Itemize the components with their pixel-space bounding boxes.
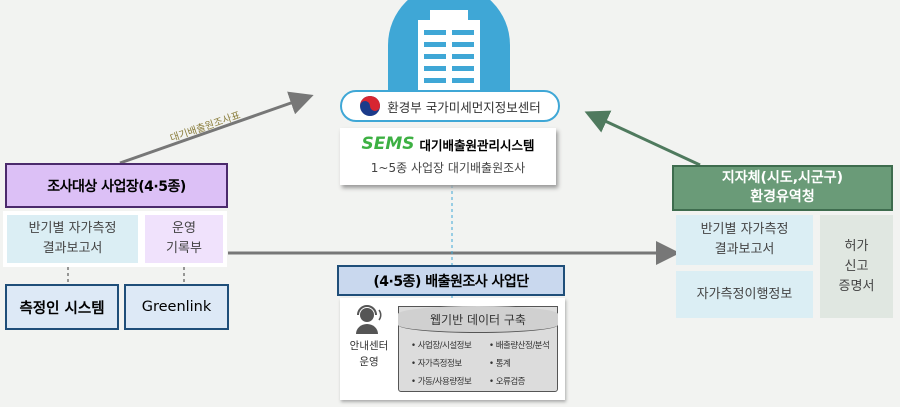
helpdesk-line: 운영 <box>359 356 379 368</box>
building-icon <box>388 0 510 90</box>
helpdesk-line: 안내센터 <box>349 340 389 352</box>
self-measure-info-cell: 자가측정이행정보 <box>676 271 813 318</box>
db-item: • 사업장/시설정보 <box>411 341 472 351</box>
local-gov-header: 지자체(시도,시군구)환경유역청 <box>672 165 893 211</box>
survey-team-header: (4·5종) 배출원조사 사업단 <box>337 265 565 296</box>
survey-target-header: 조사대상 사업장(4·5종) <box>5 163 228 208</box>
system-name: 대기배출원관리시스템 <box>419 137 535 153</box>
db-item: • 통계 <box>489 359 511 369</box>
sems-card: SEMS 대기배출원관리시스템 1~5종 사업장 대기배출원조사 <box>340 128 556 185</box>
db-item: • 자가측정정보 <box>411 359 462 369</box>
db-item: • 오류검증 <box>489 377 526 387</box>
ministry-badge: 환경부 국가미세먼지정보센터 <box>340 90 560 122</box>
greenlink-box: Greenlink <box>124 284 229 330</box>
measurer-system-box: 측정인 시스템 <box>5 284 119 330</box>
db-item: • 배출량산정/분석 <box>489 341 550 351</box>
headset-icon <box>356 305 382 334</box>
survey-form-arrow <box>119 91 314 165</box>
sems-logo: SEMS <box>361 134 415 154</box>
agency-arrow <box>584 110 701 167</box>
database-cylinder: 웹기반 데이터 구축 • 사업장/시설정보 • 배출량산정/분석 • 자가측정정… <box>398 306 558 392</box>
survey-desc: 1~5종 사업장 대기배출원조사 <box>370 161 526 175</box>
db-title: 웹기반 데이터 구축 <box>398 306 558 333</box>
db-item: • 가동/사용량정보 <box>411 377 472 387</box>
ministry-name: 환경부 국가미세먼지정보센터 <box>387 99 541 115</box>
korea-taegeuk-icon <box>360 96 381 116</box>
